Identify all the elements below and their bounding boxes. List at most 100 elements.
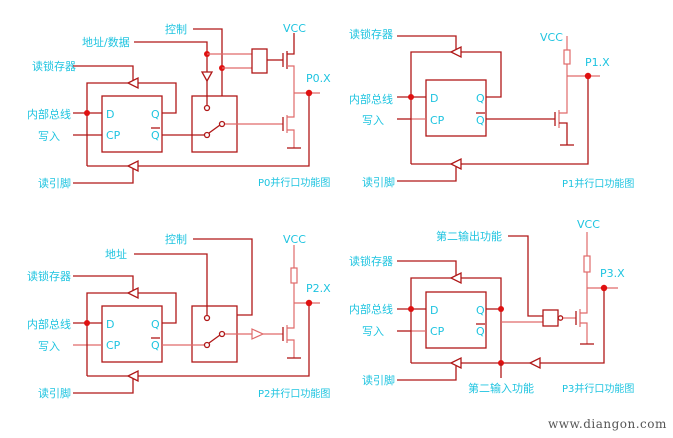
p2-latch-cp: CP xyxy=(106,339,121,352)
p3-pullup-resistor xyxy=(583,255,591,273)
p2-latch-qbar: Q xyxy=(151,339,160,352)
p3-label-read-latch: 读锁存器 xyxy=(349,254,393,268)
p3-latch-q: Q xyxy=(476,304,485,317)
p2-wire-address xyxy=(134,253,208,316)
p2-label-internal-bus: 内部总线 xyxy=(27,317,71,331)
p1-latch-qbar: Q xyxy=(476,114,485,127)
p2-wire-read-pin-right xyxy=(138,303,310,377)
p2-caption: P2并行口功能图 xyxy=(258,387,330,400)
p2-latch-d: D xyxy=(106,318,114,331)
p1-wire-q-feedback xyxy=(461,51,502,98)
p0-pin-label: P0.X xyxy=(306,72,331,85)
p0-label-read-latch: 读锁存器 xyxy=(32,59,76,73)
p1-label-read-latch: 读锁存器 xyxy=(349,27,393,41)
p3-label-write: 写入 xyxy=(362,325,384,338)
p3-node-bus xyxy=(408,306,414,312)
p1-pin-label: P1.X xyxy=(585,56,610,69)
p3-wire-read-latch xyxy=(397,260,457,275)
p3-wire-read-pin-right xyxy=(540,288,605,364)
p3-label-read-pin: 读引脚 xyxy=(362,373,395,387)
p0-node-pin xyxy=(305,89,313,97)
p0-latch-d: D xyxy=(106,108,114,121)
p0-label-control: 控制 xyxy=(165,22,187,36)
p0-wire-q-feedback xyxy=(138,82,177,114)
p1-node-pin xyxy=(584,72,592,80)
p2-output-rail xyxy=(287,283,295,329)
p1-buffer-read-latch xyxy=(449,45,462,59)
p0-buffer-read-latch xyxy=(126,76,139,90)
p0-and-gate xyxy=(251,48,268,74)
p2-node-bus xyxy=(84,320,90,326)
p0-diagram: 读锁存器 内部总线 写入 读引脚 控制 地址/数据 VCC P0.X P0并行口… xyxy=(27,22,331,190)
p2-node-pin xyxy=(305,299,313,307)
p3-buffer-pin-in xyxy=(528,356,541,370)
p0-label-write: 写入 xyxy=(38,130,60,143)
p3-fet-source xyxy=(580,322,588,344)
p1-pullup-resistor xyxy=(563,49,571,65)
p1-diagram: 读锁存器 内部总线 写入 读引脚 VCC P1.X P1并行口功能图 D CP … xyxy=(349,27,634,190)
p2-mux-lever xyxy=(208,334,221,344)
p2-wire-read-latch xyxy=(73,275,134,290)
p2-wire-q-feedback xyxy=(138,292,177,324)
p3-nand-bubble xyxy=(557,315,564,321)
p0-wire-read-pin-ctrl xyxy=(73,169,134,184)
p0-caption: P0并行口功能图 xyxy=(258,176,330,189)
p2-label-read-latch: 读锁存器 xyxy=(27,269,71,283)
p0-latch-box xyxy=(101,95,163,153)
p3-latch-box xyxy=(425,291,487,349)
p2-buffer-out xyxy=(251,328,265,340)
p0-latch-q: Q xyxy=(151,108,160,121)
p3-buffer-read-latch xyxy=(449,271,462,285)
p1-latch-q: Q xyxy=(476,92,485,105)
p1-caption: P1并行口功能图 xyxy=(562,177,634,190)
p3-caption: P3并行口功能图 xyxy=(562,382,634,395)
p3-nand-gate xyxy=(542,309,559,327)
p3-node-q xyxy=(498,306,504,312)
p2-latch-q: Q xyxy=(151,318,160,331)
p1-vcc-label: VCC xyxy=(540,31,563,44)
watermark: www.diangon.com xyxy=(548,417,667,431)
p1-wire-read-latch xyxy=(397,35,457,49)
p2-label-address: 地址 xyxy=(105,247,127,261)
p3-latch-qbar: Q xyxy=(476,325,485,338)
p0-mux-contact-a xyxy=(203,104,211,112)
p0-wire-loop-left xyxy=(86,82,128,166)
p1-node-bus xyxy=(408,94,414,100)
p3-label-internal-bus: 内部总线 xyxy=(349,302,393,316)
p0-output-rail xyxy=(287,65,295,118)
p0-upper-fet-drain xyxy=(287,33,295,55)
p3-wire-read-pin-ctrl xyxy=(397,366,457,381)
p2-fet-source xyxy=(287,339,295,358)
p1-wire-read-pin-ctrl xyxy=(397,167,457,182)
p3-node-pin xyxy=(600,284,608,292)
p2-wire-read-pin-ctrl xyxy=(73,379,134,394)
p3-diagram: 读锁存器 内部总线 写入 读引脚 第二输出功能 第二输入功能 VCC P3.X … xyxy=(349,218,634,395)
p0-wire-control xyxy=(193,28,223,96)
p2-label-read-pin: 读引脚 xyxy=(38,386,71,400)
p3-output-rail xyxy=(580,272,588,314)
p0-latch-qbar: Q xyxy=(151,129,160,142)
p3-latch-cp: CP xyxy=(430,325,445,338)
p3-latch-d: D xyxy=(430,304,438,317)
p1-label-internal-bus: 内部总线 xyxy=(349,92,393,106)
p1-wire-read-pin-right xyxy=(461,76,589,165)
p2-diagram: 读锁存器 内部总线 写入 读引脚 控制 地址 VCC P2.X P2并行口功能图… xyxy=(27,232,331,400)
p0-wire-read-pin-right xyxy=(138,93,310,167)
p0-wire-addr xyxy=(134,41,208,72)
p0-label-addr-data: 地址/数据 xyxy=(82,35,130,49)
p3-label-second-output: 第二输出功能 xyxy=(436,229,502,243)
p0-mux-pivot xyxy=(203,131,211,139)
p3-label-second-input: 第二输入功能 xyxy=(468,381,534,395)
p1-output-rail xyxy=(559,64,568,114)
p1-latch-d: D xyxy=(430,92,438,105)
p3-pin-label: P3.X xyxy=(600,267,625,280)
p1-latch-cp: CP xyxy=(430,114,445,127)
p0-vcc-label: VCC xyxy=(283,22,306,35)
p0-mux-contact-out xyxy=(218,120,226,128)
p1-latch-box xyxy=(425,79,487,137)
p3-wire-loop-left xyxy=(410,277,451,363)
p0-lower-fet-source xyxy=(287,129,295,148)
p0-wire-read-latch xyxy=(73,65,134,80)
p1-label-write: 写入 xyxy=(362,114,384,127)
